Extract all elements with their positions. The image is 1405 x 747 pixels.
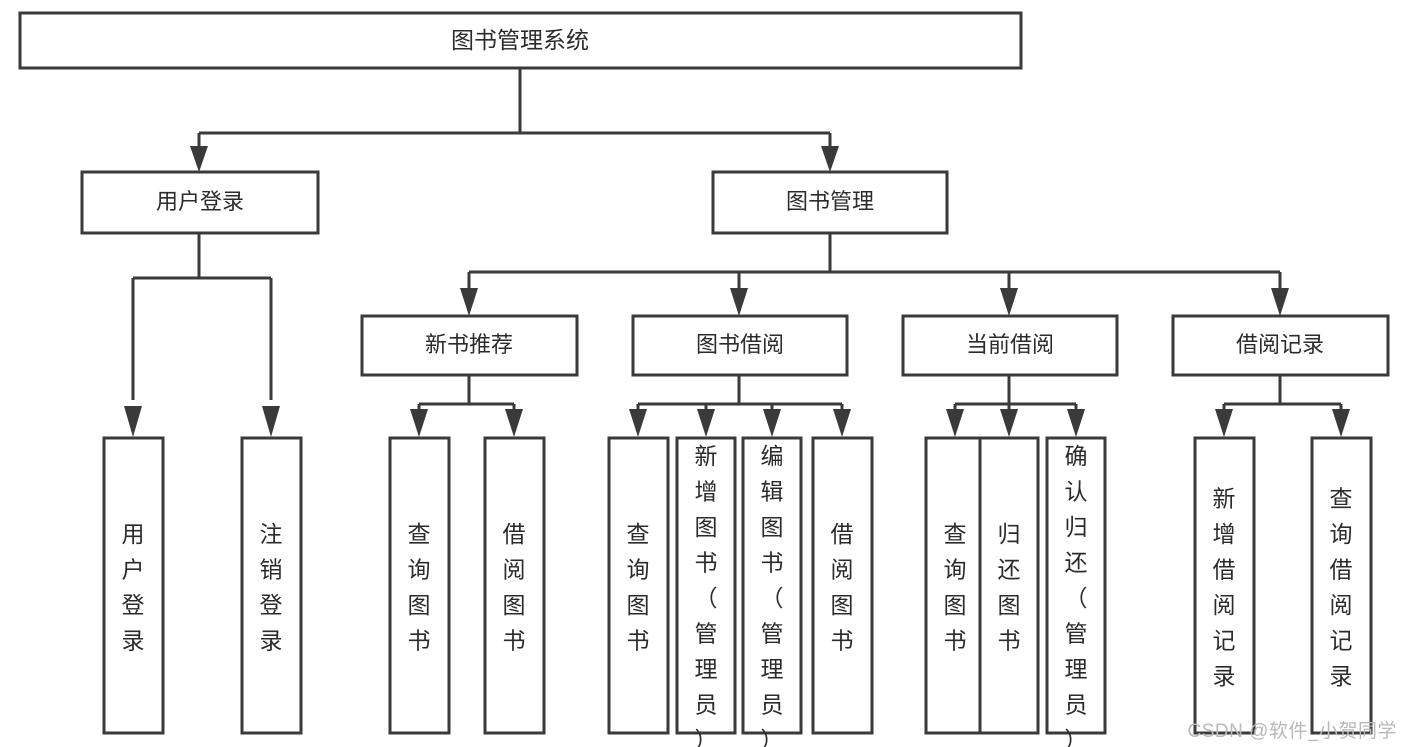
connector-root-trunk xyxy=(197,68,832,156)
arrow-to-leaf-query-record xyxy=(1332,409,1350,437)
arrow-to-book-borrow xyxy=(730,288,748,316)
leaf-user-login-label: 用户登录 xyxy=(122,521,145,654)
arrow-to-leaf-borrow-book-2 xyxy=(833,409,851,437)
leaf-add-book-label: 新增图书（管理员） xyxy=(695,443,718,747)
leaf-query-book-1-box[interactable] xyxy=(388,436,451,735)
arrow-to-leaf-confirm-return xyxy=(1067,409,1085,437)
connector-new-book-recommend-trunk xyxy=(417,375,516,414)
node-leaf-query-book-1[interactable]: 查询图书 xyxy=(388,436,451,735)
connector-borrow-record-trunk xyxy=(1222,375,1343,414)
node-leaf-query-book-3[interactable]: 查询图书 xyxy=(924,436,987,735)
leaf-confirm-return-box[interactable] xyxy=(1045,436,1107,735)
arrow-to-leaf-query-book-2 xyxy=(629,409,647,437)
leaf-user-login-box[interactable] xyxy=(102,436,165,735)
leaf-add-book-box[interactable] xyxy=(675,436,737,735)
arrow-to-book-management xyxy=(821,146,839,172)
leaf-user-logout-box[interactable] xyxy=(240,436,303,735)
arrow-to-leaf-add-book xyxy=(697,409,715,437)
leaf-query-book-3-label: 查询图书 xyxy=(944,521,967,654)
arrow-to-user-login xyxy=(190,146,208,172)
leaf-borrow-book-1-label: 借阅图书 xyxy=(503,521,526,654)
arrow-to-leaf-add-record xyxy=(1215,409,1233,437)
connector-current-borrow-trunk xyxy=(953,375,1078,414)
new-book-recommend-label: 新书推荐 xyxy=(425,332,513,357)
node-leaf-user-logout[interactable]: 注销登录 xyxy=(240,436,303,735)
leaf-borrow-book-2-box[interactable] xyxy=(811,436,874,735)
root-label: 图书管理系统 xyxy=(451,27,589,53)
node-leaf-return-book[interactable]: 归还图书 xyxy=(978,436,1040,735)
leaf-edit-book-label: 编辑图书（管理员） xyxy=(761,443,784,747)
book-management-label: 图书管理 xyxy=(786,189,874,214)
leaf-borrow-book-1-box[interactable] xyxy=(483,436,546,735)
arrow-to-borrow-record xyxy=(1271,288,1289,316)
node-current-borrow[interactable]: 当前借阅 xyxy=(901,314,1119,377)
leaf-query-record-label: 查询借阅记录 xyxy=(1330,486,1353,690)
node-leaf-add-book[interactable]: 新增图书（管理员） xyxy=(675,436,737,747)
user-login-label: 用户登录 xyxy=(156,189,244,214)
user-login-box[interactable] xyxy=(80,170,320,235)
leaf-confirm-return-label: 确认归还（管理员） xyxy=(1065,443,1088,747)
arrow-to-leaf-user-logout xyxy=(262,406,280,437)
leaf-add-record-box[interactable] xyxy=(1193,436,1256,735)
new-book-recommend-box[interactable] xyxy=(360,314,579,377)
node-leaf-borrow-book-1[interactable]: 借阅图书 xyxy=(483,436,546,735)
leaf-query-record-box[interactable] xyxy=(1310,436,1373,735)
watermark: CSDN @软件_小贺同学 xyxy=(1187,721,1397,742)
node-leaf-edit-book[interactable]: 编辑图书（管理员） xyxy=(741,436,803,747)
connector-layer xyxy=(124,68,1350,437)
leaf-return-book-label: 归还图书 xyxy=(998,521,1021,654)
leaf-edit-book-box[interactable] xyxy=(741,436,803,735)
connector-user-login-trunk xyxy=(131,233,273,400)
node-leaf-user-login[interactable]: 用户登录 xyxy=(102,436,165,735)
arrow-to-leaf-user-login xyxy=(124,406,142,437)
connector-book-management-trunk xyxy=(467,233,1282,292)
borrow-record-box[interactable] xyxy=(1171,314,1390,377)
arrow-to-leaf-edit-book xyxy=(763,409,781,437)
node-book-management[interactable]: 图书管理 xyxy=(711,170,949,235)
node-leaf-query-book-2[interactable]: 查询图书 xyxy=(607,436,670,735)
node-borrow-record[interactable]: 借阅记录 xyxy=(1171,314,1390,377)
arrow-to-current-borrow xyxy=(1000,288,1018,316)
leaf-return-book-box[interactable] xyxy=(978,436,1040,735)
node-root[interactable]: 图书管理系统 xyxy=(18,11,1023,70)
current-borrow-label: 当前借阅 xyxy=(966,332,1054,357)
node-book-borrow[interactable]: 图书借阅 xyxy=(631,314,849,377)
book-management-box[interactable] xyxy=(711,170,949,235)
leaf-query-book-2-label: 查询图书 xyxy=(627,521,650,654)
leaf-query-book-2-box[interactable] xyxy=(607,436,670,735)
connector-book-borrow-trunk xyxy=(636,375,844,414)
node-leaf-borrow-book-2[interactable]: 借阅图书 xyxy=(811,436,874,735)
borrow-record-label: 借阅记录 xyxy=(1236,332,1324,357)
leaf-borrow-book-2-label: 借阅图书 xyxy=(831,521,854,654)
current-borrow-box[interactable] xyxy=(901,314,1119,377)
leaf-query-book-3-box[interactable] xyxy=(924,436,987,735)
arrow-to-leaf-query-book-3 xyxy=(946,409,964,437)
node-leaf-confirm-return[interactable]: 确认归还（管理员） xyxy=(1045,436,1107,747)
arrow-to-new-book-recommend xyxy=(460,288,478,316)
node-new-book-recommend[interactable]: 新书推荐 xyxy=(360,314,579,377)
leaf-add-record-label: 新增借阅记录 xyxy=(1213,486,1236,690)
node-user-login[interactable]: 用户登录 xyxy=(80,170,320,235)
root-box[interactable] xyxy=(18,11,1023,70)
node-leaf-query-record[interactable]: 查询借阅记录 xyxy=(1310,436,1373,735)
book-borrow-box[interactable] xyxy=(631,314,849,377)
leaf-query-book-1-label: 查询图书 xyxy=(408,521,431,654)
leaf-user-logout-label: 注销登录 xyxy=(260,521,283,654)
arrow-to-leaf-borrow-book-1 xyxy=(505,409,523,437)
arrow-to-leaf-return-book xyxy=(1000,409,1018,437)
node-leaf-add-record[interactable]: 新增借阅记录 xyxy=(1193,436,1256,735)
arrow-to-leaf-query-book-1 xyxy=(410,409,428,437)
book-borrow-label: 图书借阅 xyxy=(696,332,784,357)
